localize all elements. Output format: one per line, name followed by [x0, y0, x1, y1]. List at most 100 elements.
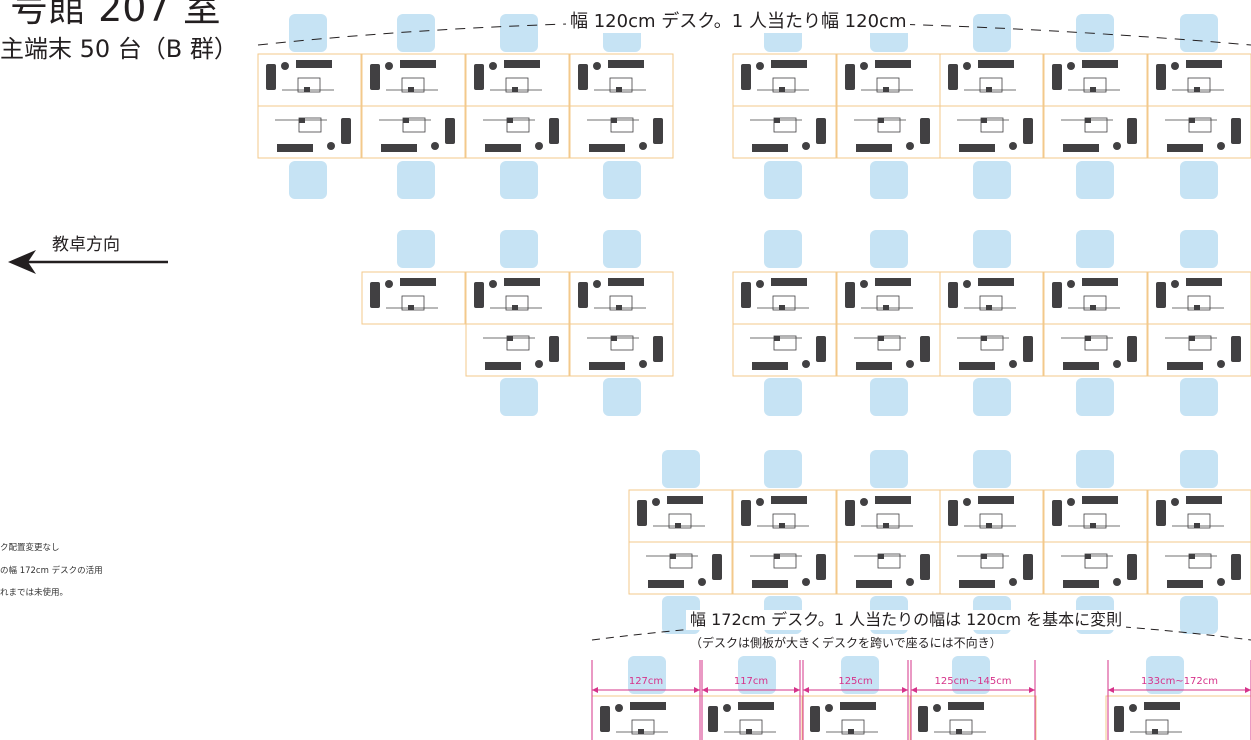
chair: [764, 378, 802, 416]
document-tray: [506, 335, 530, 351]
mouse: [281, 62, 289, 70]
arrowhead: [702, 687, 708, 693]
monitor: [1156, 500, 1166, 526]
chair: [738, 656, 776, 694]
mouse: [906, 142, 914, 150]
label-plate: [1063, 144, 1099, 152]
monitor: [845, 282, 855, 308]
mouse: [1009, 360, 1017, 368]
mouse: [723, 704, 731, 712]
keyboard: [299, 118, 305, 123]
workstation: [1043, 105, 1148, 159]
desks-layer: [257, 53, 1251, 740]
label-plate: [589, 362, 625, 370]
label-plate: [485, 144, 521, 152]
monitor: [341, 118, 351, 144]
keyboard: [1090, 523, 1096, 528]
workstation: [732, 53, 837, 107]
chair: [1076, 450, 1114, 488]
monitor: [1156, 282, 1166, 308]
chair: [628, 656, 666, 694]
document-tray: [669, 553, 693, 569]
chair: [973, 161, 1011, 199]
keyboard: [1090, 305, 1096, 310]
mouse: [489, 280, 497, 288]
monitor: [712, 554, 722, 580]
workstation: [1147, 489, 1251, 543]
keyboard: [408, 305, 414, 310]
chair: [870, 230, 908, 268]
arrowhead: [1029, 687, 1035, 693]
document-tray: [1084, 117, 1108, 133]
workstation: [257, 105, 362, 159]
label-plate: [277, 144, 313, 152]
keyboard: [670, 554, 676, 559]
keyboard: [403, 118, 409, 123]
keyboard: [507, 336, 513, 341]
keyboard: [507, 118, 513, 123]
monitor: [578, 282, 588, 308]
dimension-line: [701, 660, 801, 740]
label-plate: [875, 496, 911, 504]
chair: [1180, 596, 1218, 634]
mouse: [615, 704, 623, 712]
monitor: [1052, 282, 1062, 308]
chair: [1180, 14, 1218, 52]
keyboard: [981, 336, 987, 341]
keyboard: [986, 87, 992, 92]
label-plate: [771, 278, 807, 286]
monitor: [653, 118, 663, 144]
mouse: [1217, 578, 1225, 586]
workstation: [732, 323, 837, 377]
arrowhead: [902, 687, 908, 693]
mouse: [327, 142, 335, 150]
mouse: [756, 62, 764, 70]
monitor: [1127, 336, 1137, 362]
mouse: [1009, 578, 1017, 586]
keyboard: [1085, 118, 1091, 123]
label-plate: [875, 60, 911, 68]
monitor: [1023, 554, 1033, 580]
workstation: [1043, 541, 1148, 595]
note-line-2: の幅 172cm デスクの活用: [0, 566, 103, 576]
mouse: [825, 704, 833, 712]
monitor: [920, 554, 930, 580]
mouse: [1113, 360, 1121, 368]
document-tray: [610, 335, 634, 351]
workstation: [1147, 271, 1251, 325]
workstation: [939, 105, 1044, 159]
mouse: [385, 280, 393, 288]
monitor: [948, 64, 958, 90]
teacher-direction-label: 教卓方向: [52, 235, 120, 255]
workstation: [939, 323, 1044, 377]
label-plate: [978, 60, 1014, 68]
monitor: [948, 282, 958, 308]
workstation: [939, 53, 1044, 107]
mouse: [933, 704, 941, 712]
label-plate: [840, 702, 876, 710]
workstation: [836, 489, 941, 543]
workstation: [569, 271, 674, 325]
keyboard: [408, 87, 414, 92]
workstation: [361, 53, 466, 107]
document-tray: [773, 117, 797, 133]
chair: [973, 450, 1011, 488]
label-plate: [959, 362, 995, 370]
monitor: [816, 554, 826, 580]
workstation: [628, 489, 733, 543]
mouse: [860, 498, 868, 506]
workstation: [257, 53, 362, 107]
label-plate: [771, 60, 807, 68]
workstation: [465, 323, 570, 377]
mouse: [1217, 360, 1225, 368]
mouse: [698, 578, 706, 586]
workstation: [1147, 105, 1251, 159]
monitor: [1052, 64, 1062, 90]
dimension-line: [910, 660, 1036, 740]
mouse: [1217, 142, 1225, 150]
bottom-caption: 幅 172cm デスク。1 人当たりの幅は 120cm を基本に変則: [686, 610, 1127, 630]
keyboard: [675, 523, 681, 528]
label-plate: [959, 144, 995, 152]
document-tray: [877, 117, 901, 133]
monitor: [549, 118, 559, 144]
